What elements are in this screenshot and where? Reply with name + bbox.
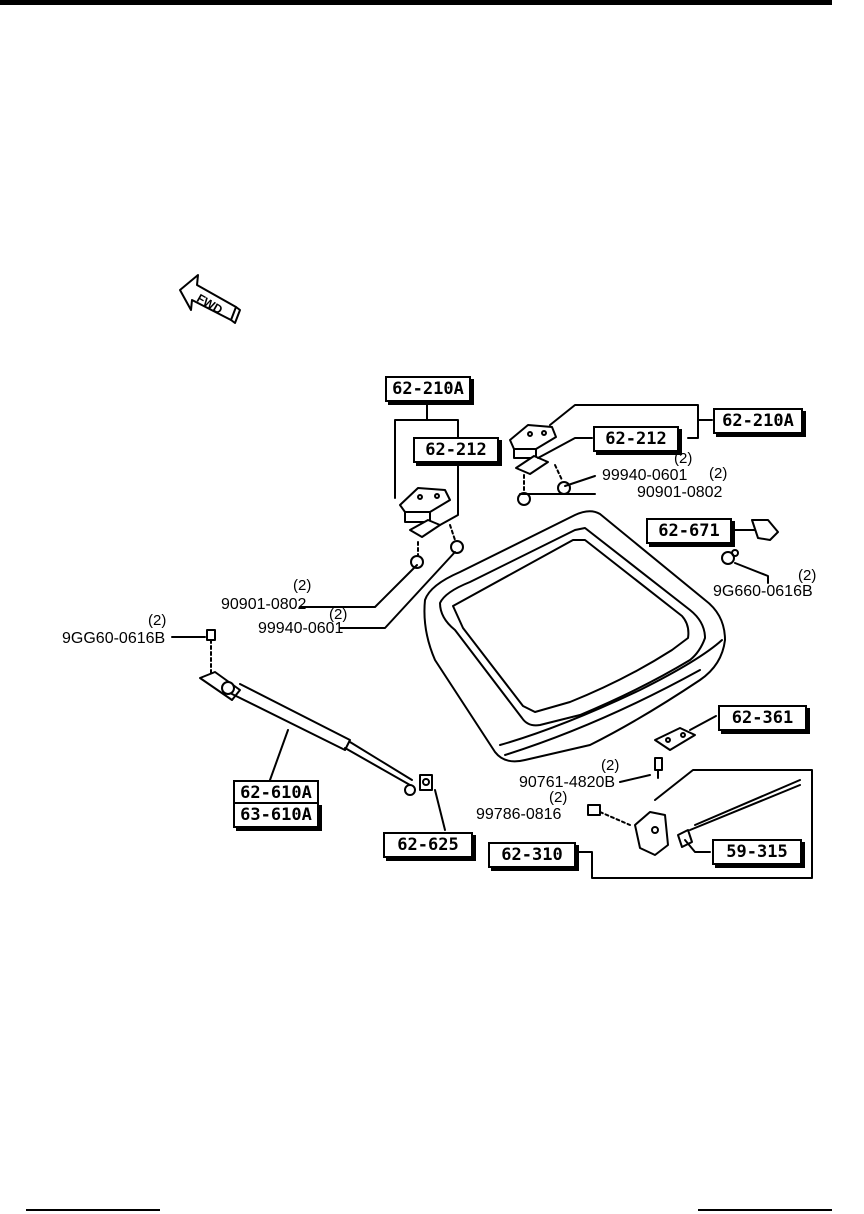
right-hinge-part xyxy=(509,424,571,506)
callout-63-610a[interactable]: 63-610A xyxy=(233,802,319,828)
fwd-arrow-icon xyxy=(179,274,241,324)
callout-62-210a-left[interactable]: 62-210A xyxy=(385,376,471,402)
gas-strut-part xyxy=(199,629,416,796)
quantity-label: (2) xyxy=(329,606,348,623)
part-number-99940-0601-left[interactable]: 99940-0601 xyxy=(258,620,344,637)
callout-62-625[interactable]: 62-625 xyxy=(383,832,473,858)
left-hinge-part xyxy=(399,487,464,569)
callout-62-671[interactable]: 62-671 xyxy=(646,518,732,544)
latch-bracket-part xyxy=(654,727,696,751)
top-rule xyxy=(0,0,832,5)
callout-62-310[interactable]: 62-310 xyxy=(488,842,576,868)
callout-62-610a[interactable]: 62-610A xyxy=(233,780,319,806)
part-number-90901-0802-left[interactable]: 90901-0802 xyxy=(221,596,307,613)
part-number-90761-4820b[interactable]: 90761-4820B xyxy=(519,774,616,791)
callout-62-212-left[interactable]: 62-212 xyxy=(413,437,499,463)
quantity-label: (2) xyxy=(674,450,693,467)
quantity-label: (2) xyxy=(798,567,817,584)
callout-62-212-right[interactable]: 62-212 xyxy=(593,426,679,452)
liftgate-glass xyxy=(423,510,726,763)
quantity-label: (2) xyxy=(549,789,568,806)
lock-assembly-part xyxy=(634,779,801,856)
part-number-90901-0802-right[interactable]: 90901-0802 xyxy=(637,484,723,501)
part-number-99940-0601-right[interactable]: 99940-0601 xyxy=(602,467,688,484)
bottom-rule-right xyxy=(698,1209,832,1211)
stopper-part xyxy=(721,519,779,565)
callout-59-315[interactable]: 59-315 xyxy=(712,839,802,865)
part-number-99786-0816[interactable]: 99786-0816 xyxy=(476,806,562,823)
bolt-part xyxy=(587,757,663,826)
callout-62-210a-right[interactable]: 62-210A xyxy=(713,408,803,434)
part-number-9g660-0616b[interactable]: 9G660-0616B xyxy=(713,583,813,600)
quantity-label: (2) xyxy=(148,612,167,629)
callout-62-361[interactable]: 62-361 xyxy=(718,705,807,731)
part-number-9gg60-0616b[interactable]: 9GG60-0616B xyxy=(62,630,166,647)
quantity-label: (2) xyxy=(293,577,312,594)
ball-stud-part xyxy=(419,774,433,791)
quantity-label: (2) xyxy=(709,465,728,482)
bottom-rule-left xyxy=(26,1209,160,1211)
quantity-label: (2) xyxy=(601,757,620,774)
